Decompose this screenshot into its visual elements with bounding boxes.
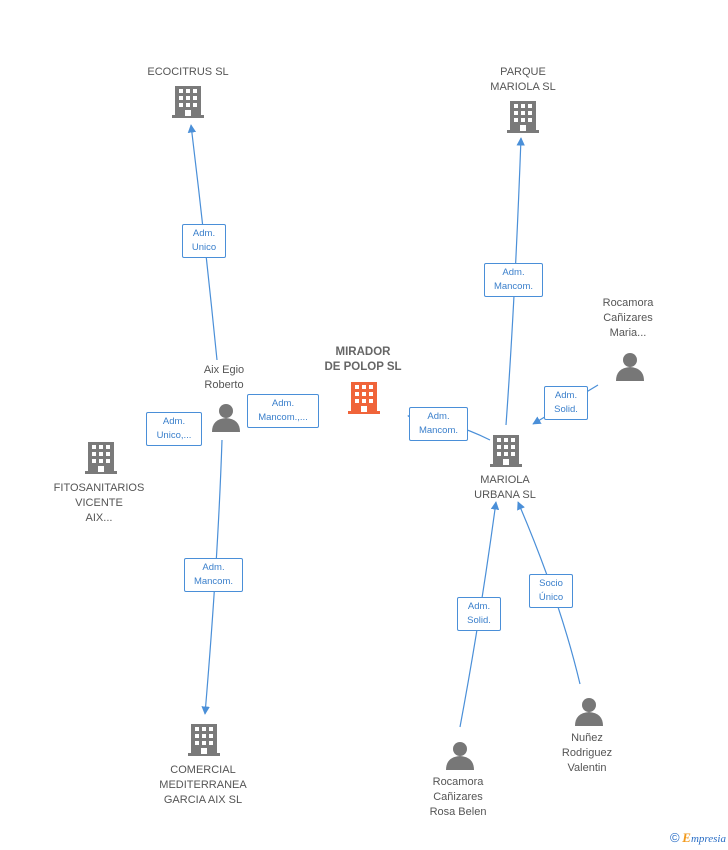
relation-mariola-mirador[interactable]: Adm. Mancom. xyxy=(409,407,468,441)
relation-rocamora-maria-mariola[interactable]: Adm. Solid. xyxy=(544,386,588,420)
node-label-nunez-rodriguez[interactable]: Nuñez Rodriguez Valentin xyxy=(561,732,613,774)
person-icon xyxy=(575,698,603,726)
node-label-rocamora-maria[interactable]: Rocamora Cañizares Maria... xyxy=(602,297,654,339)
node-label-parque-mariola[interactable]: PARQUE MARIOLA SL xyxy=(490,66,556,93)
relation-aix-comercial[interactable]: Adm. Mancom. xyxy=(184,558,243,592)
brand-name: mpresia xyxy=(690,833,726,845)
relation-aix-fitosanitarios[interactable]: Adm. Unico,... xyxy=(146,412,202,446)
copyright-icon: © xyxy=(669,830,680,845)
relation-mariola-parque[interactable]: Adm. Mancom. xyxy=(484,263,543,297)
building-icon-focus xyxy=(348,382,380,414)
node-label-comercial-mediterranea[interactable]: COMERCIAL MEDITERRANEA GARCIA AIX SL xyxy=(159,764,247,806)
relation-aix-mirador[interactable]: Adm. Mancom.,... xyxy=(247,394,319,428)
relation-aix-ecocitrus[interactable]: Adm. Unico xyxy=(182,224,226,258)
node-label-aix-egio-roberto[interactable]: Aix Egio Roberto xyxy=(203,364,245,391)
building-icon xyxy=(172,86,204,118)
footer-brand[interactable]: © Empresia xyxy=(670,830,726,846)
node-label-ecocitrus[interactable]: ECOCITRUS SL xyxy=(147,66,229,78)
node-label-mariola-urbana[interactable]: MARIOLA URBANA SL xyxy=(474,474,536,501)
brand-initial: E xyxy=(682,830,691,845)
person-icon xyxy=(446,742,474,770)
person-icon xyxy=(616,353,644,381)
building-icon xyxy=(188,724,220,756)
relation-nunez-mariola[interactable]: Socio Único xyxy=(529,574,573,608)
relation-rocamora-rosa-mariola[interactable]: Adm. Solid. xyxy=(457,597,501,631)
person-icon xyxy=(212,404,240,432)
node-label-rocamora-rosa[interactable]: Rocamora Cañizares Rosa Belen xyxy=(429,776,487,818)
building-icon xyxy=(85,442,117,474)
node-label-fitosanitarios[interactable]: FITOSANITARIOS VICENTE AIX... xyxy=(53,482,145,524)
building-icon xyxy=(507,101,539,133)
building-icon xyxy=(490,435,522,467)
node-label-mirador-de-polop[interactable]: MIRADOR DE POLOP SL xyxy=(324,346,402,373)
